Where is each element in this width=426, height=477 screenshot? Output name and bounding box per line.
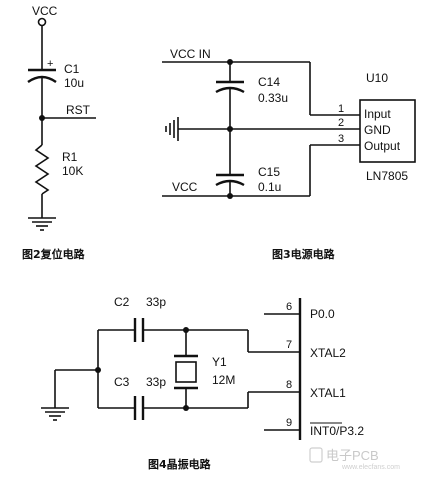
fig3-u10-ref: U10 (366, 71, 388, 85)
fig2-rst-label: RST (66, 103, 91, 117)
fig3-u10-body (359, 99, 416, 163)
fig4-c3-ref: C3 (114, 375, 130, 389)
fig2-r1-ref: R1 (62, 150, 78, 164)
watermark-text: 电子PCB (326, 448, 379, 463)
fig4-ground-symbol (41, 407, 69, 421)
fig2-r1-value: 10K (62, 164, 83, 178)
fig4-pin-name-xtal1: XTAL1 (310, 386, 346, 400)
fig2-caption: 图2复位电路 (22, 247, 86, 261)
fig2-r1-resistor (34, 144, 50, 195)
fig3-junction (227, 193, 233, 199)
fig4-pin-number: 8 (286, 379, 292, 391)
fig2-c1-plate-bottom (27, 75, 57, 83)
fig3-pin-name-output: Output (364, 139, 401, 153)
fig4-pin-name-xtal2: XTAL2 (310, 346, 346, 360)
fig3-ground-symbol (165, 117, 179, 141)
fig3-vcc-label: VCC (172, 180, 198, 194)
fig3-pin-number: 2 (338, 117, 344, 129)
fig3-c14-ref: C14 (258, 75, 280, 89)
fig3-c15-value: 0.1u (258, 180, 281, 194)
fig4-y1-ref: Y1 (212, 355, 227, 369)
fig3-pin-name-gnd: GND (364, 123, 391, 137)
fig4-pin-number: 7 (286, 339, 292, 351)
fig3-vcc-in-label: VCC IN (170, 47, 211, 61)
fig4-y1-value: 12M (212, 373, 235, 387)
watermark-logo-icon (309, 447, 323, 463)
fig3-pin-name-input: Input (364, 107, 391, 121)
fig3-c15-ref: C15 (258, 165, 280, 179)
fig3-caption: 图3电源电路 (272, 247, 336, 261)
fig4-c3-value: 33p (146, 375, 166, 389)
fig4-pin-number: 9 (286, 417, 292, 429)
fig4-pin-name-p00: P0.0 (310, 307, 335, 321)
fig3-c14-value: 0.33u (258, 91, 288, 105)
watermark: 电子PCB www.elecfans.com (309, 447, 400, 471)
fig2-vcc-label: VCC (32, 4, 58, 18)
fig4-c2-value: 33p (146, 295, 166, 309)
fig4-caption: 图4晶振电路 (148, 457, 212, 471)
fig3-power-circuit: VCC IN C14 0.33u C15 0.1u VCC (162, 47, 416, 261)
fig3-pin-number: 1 (338, 103, 344, 115)
fig2-c1-value: 10u (64, 76, 84, 90)
fig2-ground-symbol (28, 217, 56, 231)
fig2-c1-plus: + (47, 58, 53, 70)
fig3-part-number: LN7805 (366, 169, 408, 183)
fig2-c1-ref: C1 (64, 62, 80, 76)
fig4-oscillator-circuit: C2 33p C3 33p Y1 (41, 295, 364, 471)
fig2-reset-circuit: VCC + C1 10u RST R1 10K 图2复位电路 (22, 4, 96, 261)
fig4-c2-ref: C2 (114, 295, 130, 309)
fig3-pin-number: 3 (338, 133, 344, 145)
watermark-url: www.elecfans.com (341, 464, 400, 471)
fig2-vcc-terminal (37, 17, 47, 27)
fig4-y1-crystal (175, 361, 197, 383)
fig3-junction (227, 126, 233, 132)
fig4-pin-name-int0: INT0/P3.2 (310, 424, 364, 438)
fig4-pin-number: 6 (286, 301, 292, 313)
